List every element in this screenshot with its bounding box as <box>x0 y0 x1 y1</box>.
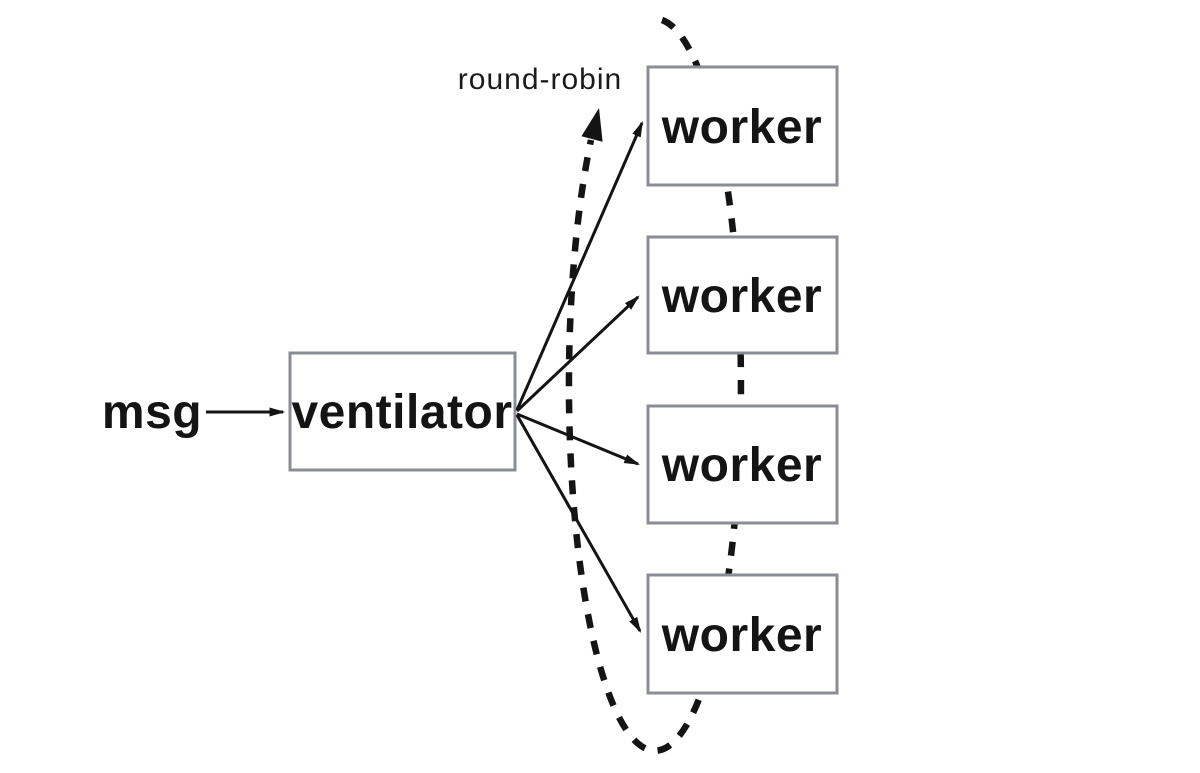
ventilator-to-worker-3-arrow <box>516 412 641 466</box>
worker-box-2 <box>646 235 839 355</box>
worker-box-4 <box>646 573 839 695</box>
ventilator-to-worker-2-arrow <box>515 295 640 413</box>
worker-node-1: worker <box>646 65 839 187</box>
worker-label-1: worker <box>661 101 822 154</box>
ventilator-box <box>288 351 517 472</box>
worker-box-1 <box>646 65 839 187</box>
worker-label-4: worker <box>661 609 822 662</box>
ventilator-node: ventilator <box>288 351 517 472</box>
ventilator-to-worker-1-arrow <box>515 120 644 411</box>
round-robin-label: round-robin <box>458 63 622 96</box>
round-robin-arrowhead-icon <box>581 108 603 142</box>
worker-box-3 <box>646 404 839 525</box>
worker-label-3: worker <box>661 439 822 492</box>
worker-node-4: worker <box>646 573 839 695</box>
worker-node-3: worker <box>646 404 839 525</box>
msg-label: msg <box>102 386 202 439</box>
ventilator-to-worker-4-arrow <box>515 414 642 633</box>
ventilator-label: ventilator <box>291 386 512 439</box>
worker-node-2: worker <box>646 235 839 355</box>
worker-label-2: worker <box>661 270 822 323</box>
